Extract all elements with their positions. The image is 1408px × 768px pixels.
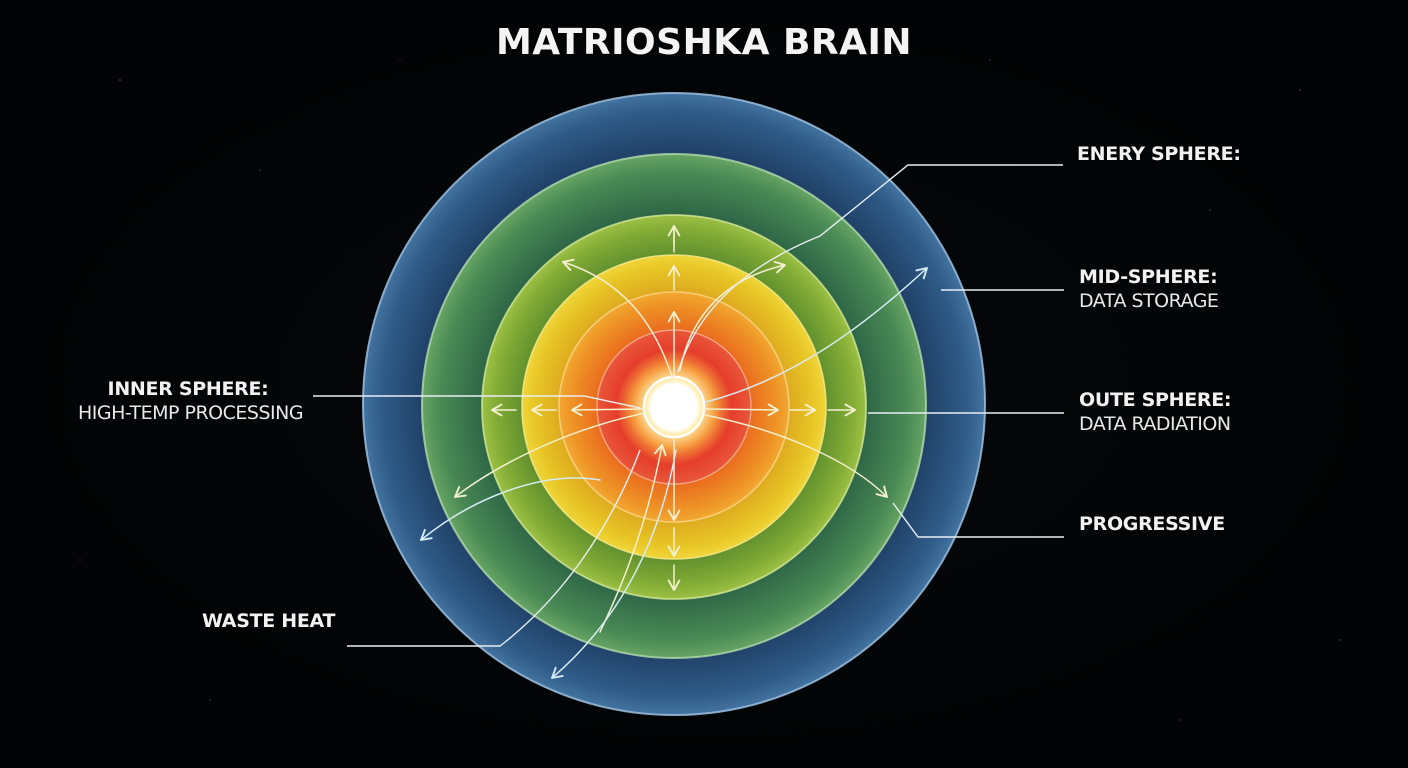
radial-arrows (491, 225, 856, 591)
label-waste-heat-title: WASTE HEAT (202, 610, 336, 632)
label-mid-sphere-desc: DATA STORAGE (1079, 289, 1219, 312)
leader-lines (313, 164, 1064, 647)
label-progressive: PROGRESSIVE (1079, 513, 1225, 537)
outer-flow-arrows (420, 267, 928, 679)
label-energy-sphere-title: ENERY SPHERE: (1077, 143, 1241, 165)
label-inner-sphere: INNER SPHERE: HIGH-TEMP PROCESSING (78, 378, 304, 426)
diagram-title: MATRIOSHKA BRAIN (495, 22, 913, 63)
label-inner-sphere-title: INNER SPHERE: (107, 378, 269, 400)
label-inner-sphere-desc: HIGH-TEMP PROCESSING (78, 401, 304, 424)
leader-progressive (892, 502, 1064, 538)
label-progressive-title: PROGRESSIVE (1079, 513, 1225, 535)
label-energy-sphere: ENERY SPHERE: (1077, 143, 1241, 167)
starfield (79, 59, 1341, 721)
leader-energy-sphere (677, 164, 1063, 373)
leader-inner-sphere (313, 395, 641, 409)
label-mid-sphere: MID-SPHERE: DATA STORAGE (1079, 266, 1219, 314)
label-outer-sphere: OUTE SPHERE: DATA RADIATION (1079, 389, 1232, 437)
label-outer-sphere-title: OUTE SPHERE: (1079, 389, 1232, 411)
label-mid-sphere-title: MID-SPHERE: (1079, 266, 1218, 288)
label-outer-sphere-desc: DATA RADIATION (1079, 412, 1231, 435)
leader-waste-heat (347, 449, 641, 647)
label-waste-heat: WASTE HEAT (202, 610, 335, 634)
